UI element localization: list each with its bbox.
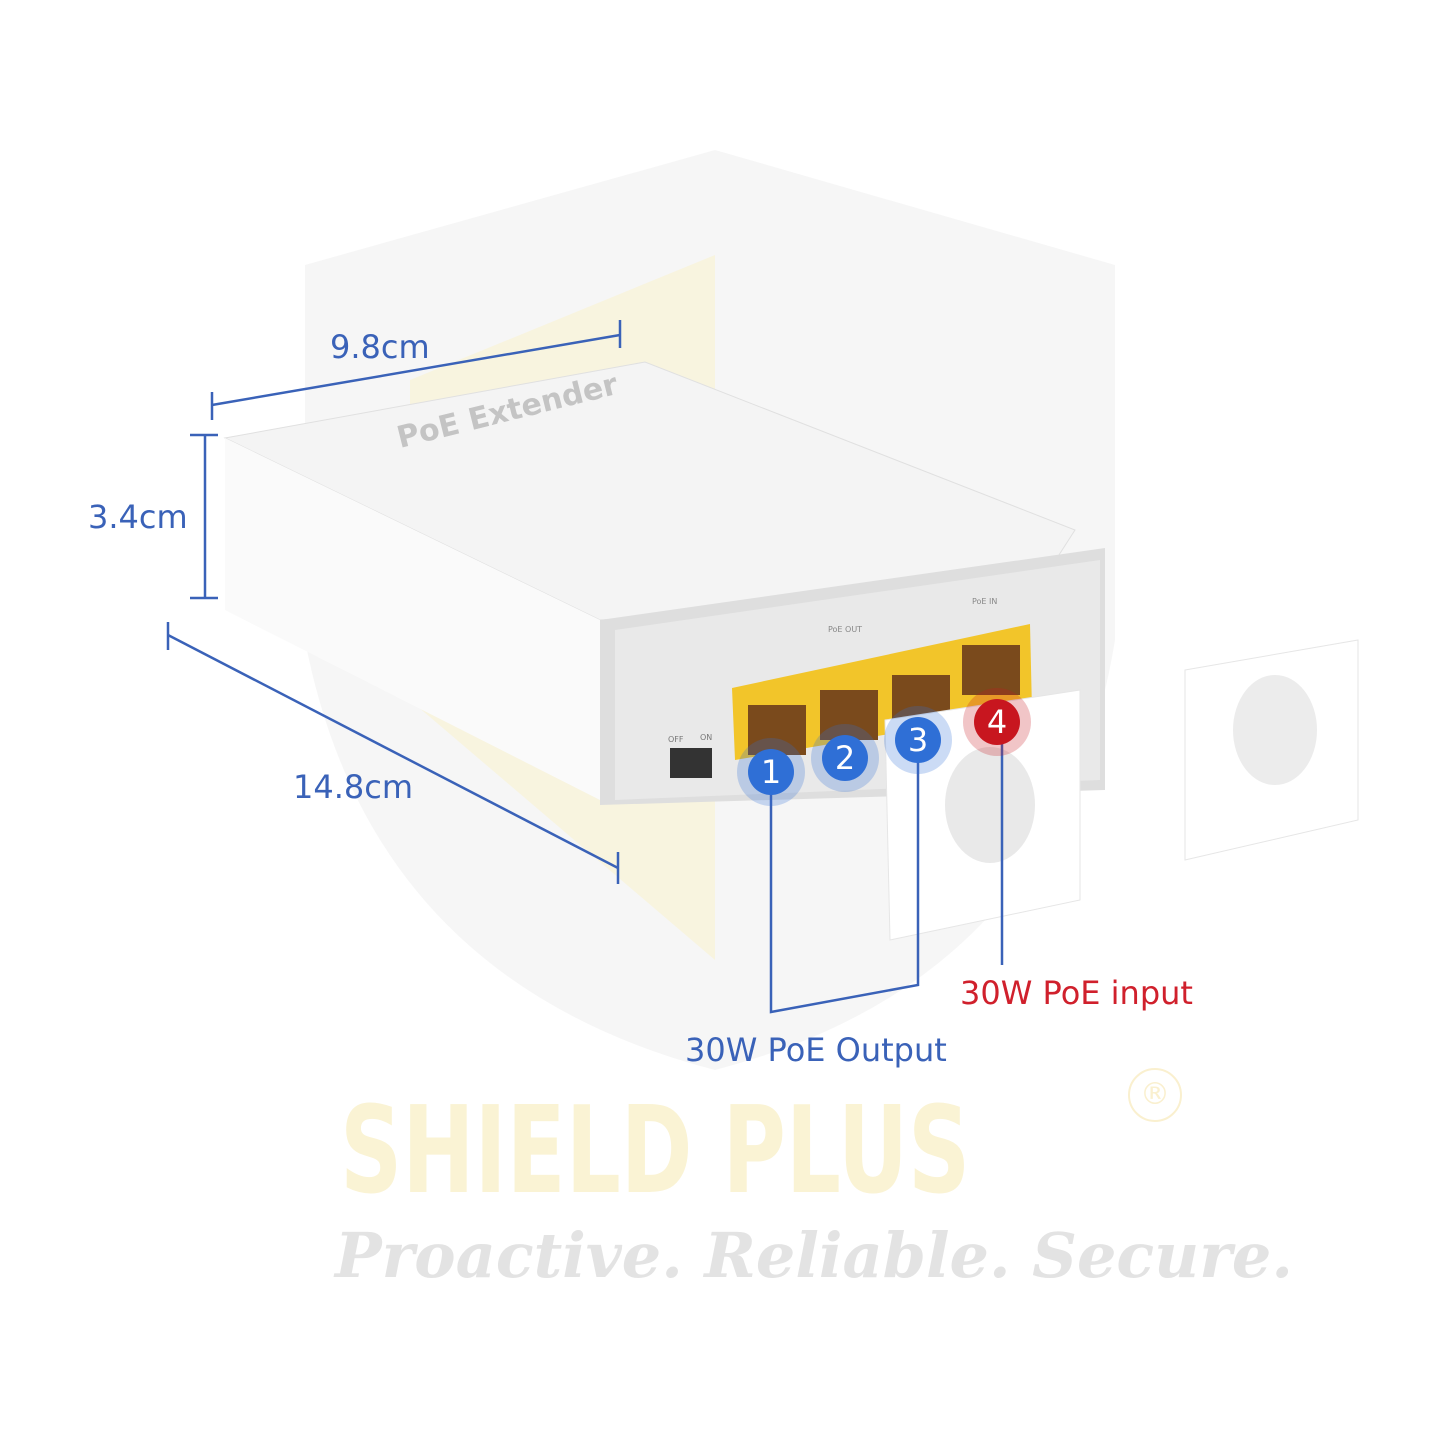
width-dimension: 9.8cm: [330, 328, 430, 366]
poe-output-callout: 30W PoE Output: [685, 1031, 947, 1069]
port-badge-4: 4: [963, 688, 1031, 756]
rj45-port-2[interactable]: [820, 690, 878, 740]
port-number: 2: [835, 739, 855, 777]
port-badge-3: 3: [884, 706, 952, 774]
brand-watermark: SHIELD PLUS: [340, 1082, 971, 1221]
dimension-lines: [166, 320, 920, 1014]
switch-on-label: ON: [700, 733, 712, 742]
poe-input-callout: 30W PoE input: [960, 974, 1193, 1012]
rj45-port-1[interactable]: [748, 705, 806, 755]
depth-dimension: 14.8cm: [293, 768, 414, 806]
poe-out-group-label: PoE OUT: [828, 625, 862, 634]
rj45-port-4[interactable]: [962, 645, 1020, 695]
port-badge-1: 1: [737, 738, 805, 806]
port-number: 1: [761, 753, 781, 791]
power-switch[interactable]: [670, 748, 712, 778]
brand-tagline: Proactive. Reliable. Secure.: [335, 1219, 1293, 1292]
registered-mark: ®: [1128, 1068, 1182, 1122]
port-badge-2: 2: [811, 724, 879, 792]
poe-in-group-label: PoE IN: [972, 597, 997, 606]
port-block: [732, 624, 1032, 760]
port-number: 4: [987, 703, 1007, 741]
height-dimension: 3.4cm: [88, 498, 188, 536]
port-number: 3: [908, 721, 928, 759]
switch-off-label: OFF: [668, 735, 684, 744]
